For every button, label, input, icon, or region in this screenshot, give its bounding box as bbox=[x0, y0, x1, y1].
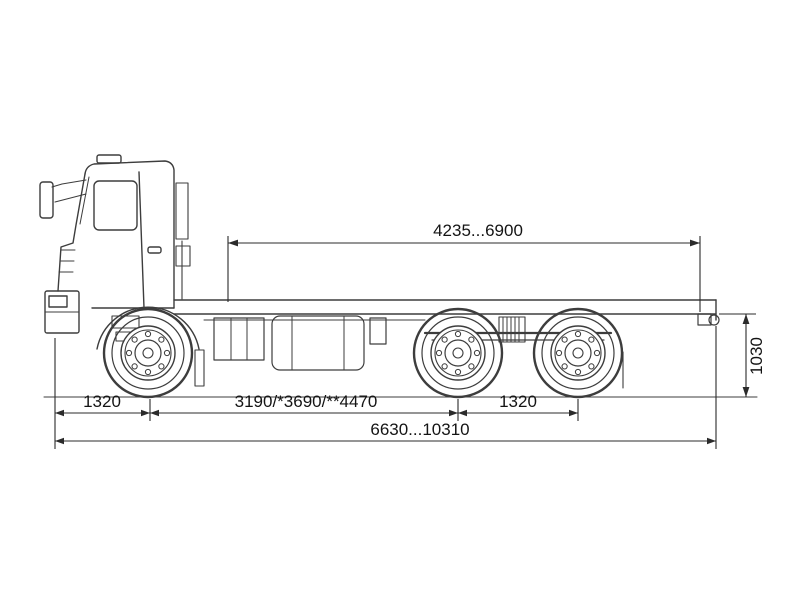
label-wheelbase: 3190/*3690/**4470 bbox=[235, 392, 378, 411]
label-rear-axle-spacing: 1320 bbox=[499, 392, 537, 411]
arrowhead bbox=[707, 437, 716, 445]
arrowhead bbox=[742, 387, 750, 397]
label-frame-span: 4235...6900 bbox=[433, 221, 523, 240]
rear-wheel-1 bbox=[412, 307, 504, 399]
arrowhead bbox=[141, 409, 150, 417]
roof-fairing bbox=[96, 154, 122, 164]
cab-rear-equipment bbox=[175, 182, 191, 300]
fuel-tank bbox=[271, 315, 365, 371]
chassis-frame bbox=[173, 299, 717, 321]
arrowhead bbox=[458, 409, 467, 417]
dimension-lines bbox=[54, 236, 756, 449]
dim-frame-height bbox=[719, 313, 756, 397]
side-window bbox=[93, 180, 138, 231]
dimension-labels: 4235...6900 1030 1320 3190/*3690/**4470 … bbox=[83, 221, 766, 439]
front-bumper bbox=[44, 290, 80, 334]
equalizer-bracket bbox=[498, 316, 526, 343]
air-intake bbox=[175, 182, 189, 240]
front-mudflap bbox=[194, 349, 205, 387]
cab bbox=[39, 154, 205, 387]
truck-drawing bbox=[39, 154, 758, 399]
arrowhead bbox=[690, 239, 700, 247]
arrowhead bbox=[150, 409, 159, 417]
frame-bracket bbox=[369, 317, 387, 345]
arrowhead bbox=[55, 409, 64, 417]
door-edge bbox=[138, 171, 145, 309]
arrowhead bbox=[569, 409, 578, 417]
battery-box bbox=[213, 317, 265, 361]
tow-hitch bbox=[697, 313, 720, 326]
door-handle bbox=[147, 246, 162, 254]
headlight bbox=[48, 295, 68, 308]
frame-equipment bbox=[213, 315, 387, 371]
front-fender bbox=[96, 306, 200, 350]
label-front-overhang: 1320 bbox=[83, 392, 121, 411]
label-frame-height: 1030 bbox=[747, 337, 766, 375]
label-overall-length: 6630...10310 bbox=[370, 420, 469, 439]
rear-wheel-2 bbox=[532, 307, 624, 399]
arrowhead bbox=[55, 437, 64, 445]
grille bbox=[58, 249, 76, 273]
arrowhead bbox=[742, 314, 750, 324]
dim-overall-length bbox=[55, 326, 717, 449]
dim-frame-span bbox=[227, 236, 701, 312]
mirror bbox=[39, 179, 87, 219]
front-wheel bbox=[102, 307, 194, 399]
arrowhead bbox=[449, 409, 458, 417]
dim-axle-row bbox=[54, 338, 579, 449]
arrowhead bbox=[228, 239, 238, 247]
